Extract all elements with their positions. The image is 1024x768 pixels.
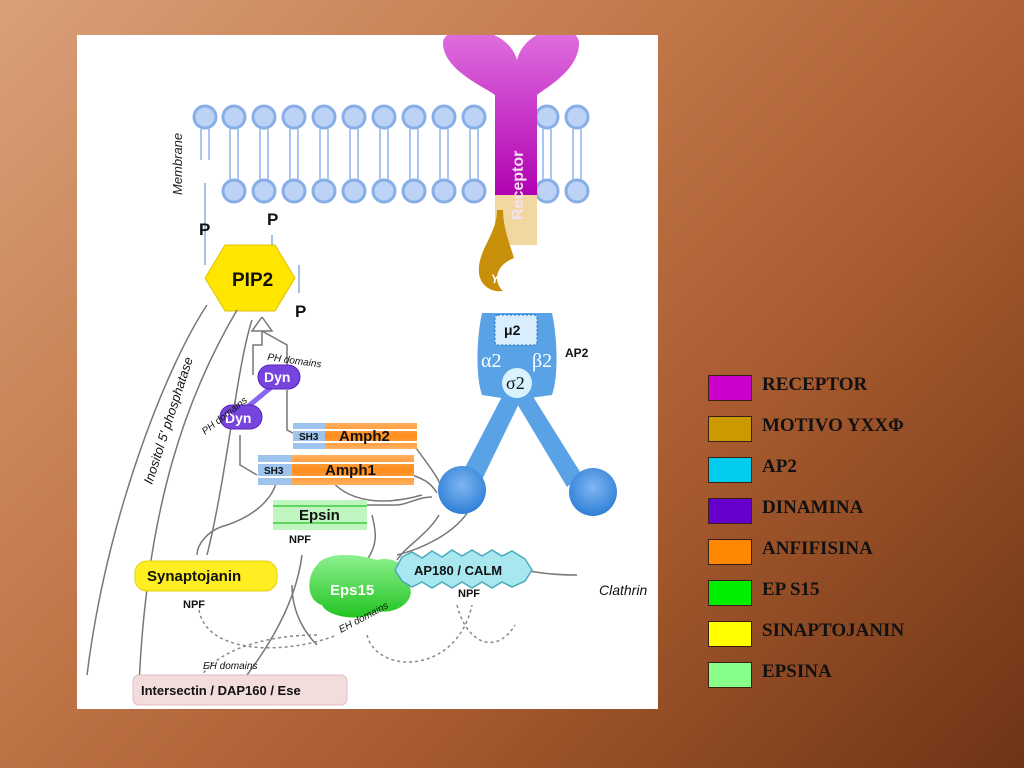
- phosphate-p1: P: [199, 220, 210, 239]
- membrane-bilayer: [192, 104, 590, 204]
- lipid-head-bottom: [221, 148, 247, 204]
- lipid-head-top: [251, 104, 277, 160]
- amph2-label: Amph2: [339, 428, 390, 445]
- synaptojanin-label: Synaptojanin: [147, 568, 241, 585]
- legend-label: DINAMINA: [762, 497, 864, 518]
- legend-label: ANFIFISINA: [762, 538, 873, 559]
- ap2-complex-label: AP2: [565, 346, 589, 360]
- epsin-npf-label: NPF: [289, 534, 311, 546]
- legend-swatch: [708, 662, 752, 688]
- lipid-head-top: [341, 104, 367, 160]
- legend-item: SINAPTOJANIN: [707, 619, 1007, 660]
- amph2-body: [325, 423, 417, 449]
- synaptojanin-npf-label: NPF: [183, 599, 205, 611]
- legend-label: MOTIVO YXXΦ: [762, 415, 904, 436]
- yx-label: Yx: [491, 272, 507, 286]
- legend-item: AP2: [707, 455, 1007, 496]
- amph2-sh3-label: SH3: [299, 432, 319, 443]
- ap2-appendage-left: [438, 466, 486, 514]
- yxx-motif: [478, 210, 557, 300]
- legend-item: MOTIVO YXXΦ: [707, 414, 1007, 455]
- alpha2-label: α2: [481, 350, 501, 372]
- lipid-head-top: [564, 104, 590, 160]
- legend-swatch: [708, 539, 752, 565]
- lipid-head-top: [431, 104, 457, 160]
- intersectin-eh-domains-label: EH domains: [203, 661, 257, 672]
- lipid-head-bottom: [251, 148, 277, 204]
- clathrin-label: Clathrin: [599, 582, 647, 598]
- lipid-head-top: [281, 104, 307, 160]
- receptor: [443, 35, 579, 245]
- legend-swatch: [708, 621, 752, 647]
- lipid-head-top: [461, 104, 487, 160]
- intersectin-bar: [132, 674, 348, 706]
- legend-swatch: [708, 375, 752, 401]
- amph1-body: [292, 455, 414, 485]
- legend-label: SINAPTOJANIN: [762, 620, 905, 641]
- ap2-complex: [438, 313, 617, 516]
- eps15-label: Eps15: [330, 582, 374, 599]
- lipid-head-bottom: [341, 148, 367, 204]
- legend-swatch: [708, 580, 752, 606]
- legend-swatch: [708, 457, 752, 483]
- ap180-npf-label: NPF: [458, 588, 480, 600]
- ap180-calm-label: AP180 / CALM: [414, 563, 502, 578]
- mu2-label: μ2: [504, 322, 521, 338]
- legend-swatch: [708, 416, 752, 442]
- legend-item: EPSINA: [707, 660, 1007, 701]
- receptor-label: Receptor: [510, 151, 527, 220]
- lipid-head-bottom: [281, 148, 307, 204]
- legend-label: RECEPTOR: [762, 374, 868, 395]
- lipid-head-bottom: [534, 148, 560, 204]
- dyn-label-upper: Dyn: [264, 369, 290, 385]
- legend-label: EP S15: [762, 579, 820, 600]
- lipid-head-bottom: [371, 148, 397, 204]
- legend-swatch: [708, 498, 752, 524]
- lipid-head-top: [221, 104, 247, 160]
- dynamin-upper: [257, 364, 301, 390]
- ap180-calm-shape: [394, 549, 533, 589]
- phosphate-p3: P: [295, 302, 306, 321]
- lipid-head-top: [192, 104, 218, 160]
- lipid-head-top: [371, 104, 397, 160]
- synaptojanin-bar: [134, 560, 278, 592]
- membrane-label: Membrane: [170, 133, 185, 195]
- legend-item: EP S15: [707, 578, 1007, 619]
- legend-label: AP2: [762, 456, 797, 477]
- pip2-hexagon: [204, 244, 296, 312]
- lipid-head-bottom: [431, 148, 457, 204]
- inositol-label: Inositol 5' phosphatase: [141, 355, 196, 486]
- amph1-sh3: [258, 455, 292, 485]
- amph1-label: Amph1: [325, 462, 376, 479]
- connector-lines: [86, 304, 578, 686]
- dynamin-lower: [219, 404, 263, 430]
- lipid-head-top: [311, 104, 337, 160]
- ap2-appendage-right: [569, 468, 617, 516]
- pip2-label: PIP2: [232, 270, 273, 291]
- dotted-links: [196, 604, 516, 686]
- phosphate-p2: P: [267, 210, 278, 229]
- sigma2-label: σ2: [506, 373, 525, 393]
- beta2-label: β2: [532, 350, 552, 372]
- legend-item: DINAMINA: [707, 496, 1007, 537]
- lipid-head-bottom: [311, 148, 337, 204]
- lipid-head-top: [534, 104, 560, 160]
- pathway-diagram: Membrane Receptor Yx P P P PIP2: [77, 35, 658, 709]
- legend-item: ANFIFISINA: [707, 537, 1007, 578]
- intersectin-label: Intersectin / DAP160 / Ese: [141, 683, 301, 698]
- epsin-label: Epsin: [299, 507, 340, 524]
- lipid-head-bottom: [461, 148, 487, 204]
- legend-label: EPSINA: [762, 661, 832, 682]
- lipid-head-bottom: [401, 148, 427, 204]
- legend-item: RECEPTOR: [707, 373, 1007, 414]
- lipid-head-top: [401, 104, 427, 160]
- lipid-head-bottom: [564, 148, 590, 204]
- eps15-blob: [309, 555, 411, 618]
- dyn-label-lower: Dyn: [225, 410, 251, 426]
- amph1-sh3-label: SH3: [264, 466, 284, 477]
- amph2-sh3: [293, 423, 325, 449]
